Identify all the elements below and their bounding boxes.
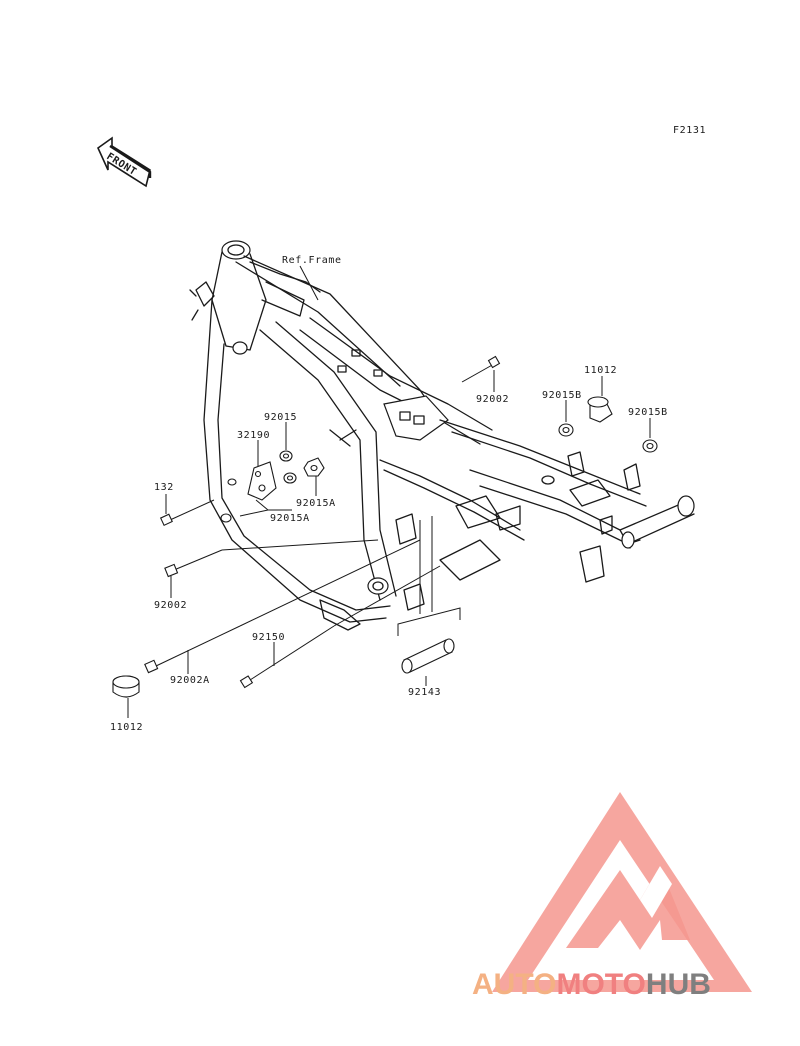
- front-arrow-icon: FRONT: [96, 136, 152, 188]
- watermark-hub: HUB: [646, 968, 711, 1001]
- watermark-auto: AUTO: [472, 968, 556, 1001]
- bolt-132: [159, 478, 237, 527]
- label-92002-top: 92002: [476, 394, 509, 405]
- leader-92143-bracket: [397, 607, 461, 636]
- label-92150: 92150: [252, 632, 285, 643]
- label-11012-top: 11012: [584, 365, 617, 376]
- bolt-92002A: [144, 625, 241, 674]
- label-92002-left: 92002: [154, 600, 187, 611]
- collar-92143: [401, 638, 455, 674]
- motorcycle-frame: [189, 240, 695, 631]
- bolt-92002-top: [461, 355, 501, 383]
- label-92143: 92143: [408, 687, 441, 698]
- watermark-text: AUTOMOTOHUB: [472, 968, 711, 1001]
- label-11012-bottom: 11012: [110, 722, 143, 733]
- label-92015A-mid: 92015A: [296, 498, 336, 509]
- diagram-code: F2131: [673, 125, 706, 136]
- ref-frame-leader: [299, 265, 319, 301]
- label-92015: 92015: [264, 412, 297, 423]
- watermark-moto: MOTO: [556, 968, 645, 1001]
- leader-92015A-low-c: [255, 499, 269, 511]
- cap-11012-top: [587, 396, 613, 423]
- ref-frame-label: Ref.Frame: [282, 255, 342, 266]
- bolt-92150-axis: [333, 565, 441, 627]
- nut-92015B-mid: [558, 423, 574, 437]
- bolt-92002A-axis: [239, 539, 421, 627]
- label-92015B-right: 92015B: [628, 407, 668, 418]
- label-92015B-mid: 92015B: [542, 390, 582, 401]
- automotohub-logo: [492, 792, 752, 992]
- bolt-92002-left-axis: [221, 539, 379, 551]
- label-132: 132: [154, 482, 174, 493]
- cap-11012-bottom: [112, 675, 140, 698]
- nut-92015B-right: [642, 439, 658, 453]
- label-32190: 32190: [237, 430, 270, 441]
- label-92002A: 92002A: [170, 675, 210, 686]
- leader-92015A-low-b: [239, 509, 269, 517]
- bolt-92150: [239, 625, 335, 689]
- nut-92015A-mid: [303, 457, 325, 477]
- bracket-32190: [247, 461, 277, 501]
- nut-92015A-side: [283, 472, 297, 484]
- bolt-92002-left: [164, 549, 223, 578]
- label-92015A-low: 92015A: [270, 513, 310, 524]
- nut-92015: [279, 450, 293, 462]
